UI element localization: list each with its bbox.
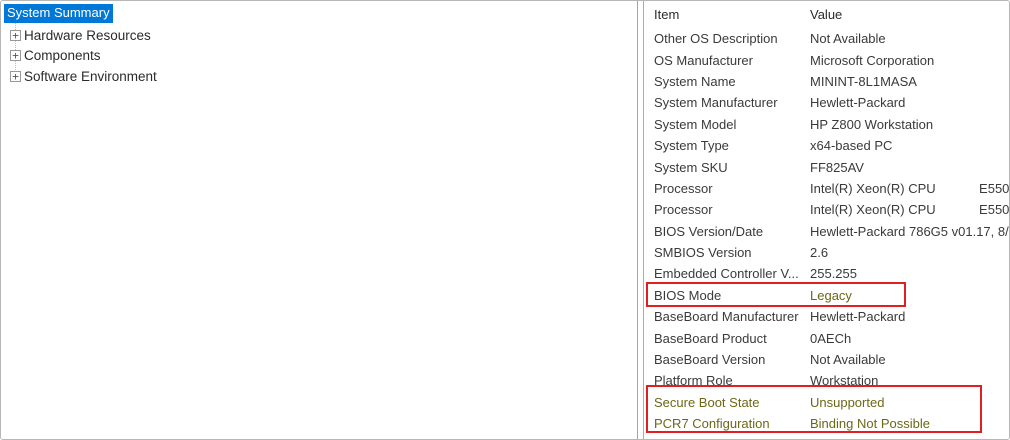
item-cell: PCR7 Configuration — [654, 416, 770, 432]
table-row[interactable]: Processor Intel(R) Xeon(R) CPU E5506 — [644, 199, 1009, 220]
column-header-value[interactable]: Value — [810, 7, 843, 22]
table-row[interactable]: BIOS Version/Date Hewlett-Packard 786G5 v… — [644, 221, 1009, 242]
table-row[interactable]: Embedded Controller V... 255.255 — [644, 263, 1009, 284]
value-cell: 255.255 — [810, 266, 857, 282]
table-row[interactable]: BaseBoard Manufacturer Hewlett-Packard — [644, 306, 1009, 327]
table-row[interactable]: Platform Role Workstation — [644, 370, 1009, 391]
table-row[interactable]: SMBIOS Version 2.6 — [644, 242, 1009, 263]
item-cell: System SKU — [654, 159, 728, 175]
table-row[interactable]: Secure Boot State Unsupported — [644, 392, 1009, 413]
tree-item-hardware-resources[interactable]: +Hardware Resources — [1, 25, 157, 46]
table-row[interactable]: System Type x64-based PC — [644, 135, 1009, 156]
value-cell: Hewlett-Packard — [810, 309, 906, 325]
item-cell: BaseBoard Product — [654, 330, 767, 346]
item-cell: BIOS Version/Date — [654, 223, 764, 239]
category-tree-pane: System Summary +Hardware Resources+Compo… — [1, 1, 638, 439]
table-row[interactable]: Processor Intel(R) Xeon(R) CPU E5506 — [644, 178, 1009, 199]
expand-plus-icon[interactable]: + — [10, 70, 21, 82]
item-cell: BaseBoard Manufacturer — [654, 309, 799, 325]
table-row[interactable]: System SKU FF825AV — [644, 156, 1009, 177]
item-cell: Embedded Controller V... — [654, 266, 799, 282]
value-cell: Legacy — [810, 287, 852, 303]
value-cell: Intel(R) Xeon(R) CPU E5506 — [810, 180, 1009, 196]
tree-item-components[interactable]: +Components — [1, 46, 157, 67]
tree-item-software-environment[interactable]: +Software Environment — [1, 66, 157, 87]
value-cell: Binding Not Possible — [810, 416, 930, 432]
value-cell: Workstation — [810, 373, 879, 389]
value-cell: Intel(R) Xeon(R) CPU E5506 — [810, 202, 1009, 218]
value-cell: 2.6 — [810, 245, 829, 261]
table-row[interactable]: BaseBoard Version Not Available — [644, 349, 1009, 370]
tree-item-label: Components — [24, 48, 101, 64]
tree-item-system-summary[interactable]: System Summary — [4, 4, 113, 23]
item-cell: Processor — [654, 180, 713, 196]
table-row[interactable]: System Manufacturer Hewlett-Packard — [644, 92, 1009, 113]
item-cell: Secure Boot State — [654, 394, 760, 410]
tree-item-system-summary-label[interactable]: System Summary — [4, 4, 113, 23]
item-cell: System Name — [654, 73, 736, 89]
expand-plus-icon[interactable]: + — [10, 50, 21, 62]
item-cell: SMBIOS Version — [654, 245, 752, 261]
table-row[interactable]: System Model HP Z800 Workstation — [644, 114, 1009, 135]
value-cell: HP Z800 Workstation — [810, 116, 934, 132]
tree-connector-line — [15, 23, 16, 72]
table-row[interactable]: PCR7 Configuration Binding Not Possible — [644, 413, 1009, 434]
item-cell: BaseBoard Version — [654, 352, 766, 368]
value-cell: Not Available — [810, 31, 886, 47]
item-cell: BIOS Mode — [654, 287, 722, 303]
table-row[interactable]: System Name MININT-8L1MASA — [644, 71, 1009, 92]
value-cell: Not Available — [810, 352, 886, 368]
item-cell: OS Manufacturer — [654, 52, 753, 68]
value-cell: MININT-8L1MASA — [810, 73, 917, 89]
item-cell: Processor — [654, 202, 713, 218]
table-row[interactable]: Other OS Description Not Available — [644, 28, 1009, 49]
value-cell: FF825AV — [810, 159, 864, 175]
column-header-item[interactable]: Item — [654, 7, 680, 22]
item-cell: Platform Role — [654, 373, 733, 389]
details-header-row: Item Value — [644, 1, 1009, 28]
tree-item-label: Software Environment — [24, 68, 157, 84]
value-cell: Microsoft Corporation — [810, 52, 935, 68]
item-cell: System Manufacturer — [654, 95, 778, 111]
value-cell: Hewlett-Packard — [810, 95, 906, 111]
item-cell: System Model — [654, 116, 737, 132]
expand-plus-icon[interactable]: + — [10, 29, 21, 41]
value-cell: 0AECh — [810, 330, 852, 346]
value-cell: x64-based PC — [810, 138, 893, 154]
item-cell: System Type — [654, 138, 729, 154]
table-row[interactable]: BaseBoard Product 0AECh — [644, 327, 1009, 348]
tree-item-label: Hardware Resources — [24, 27, 151, 43]
table-row[interactable]: BIOS Mode Legacy — [644, 285, 1009, 306]
item-cell: Other OS Description — [654, 31, 778, 47]
table-row[interactable]: OS Manufacturer Microsoft Corporation — [644, 49, 1009, 70]
value-cell: Hewlett-Packard 786G5 v01.17, 8/ — [810, 223, 1009, 239]
value-cell: Unsupported — [810, 394, 885, 410]
tree-items: +Hardware Resources+Components+Software … — [1, 25, 157, 87]
